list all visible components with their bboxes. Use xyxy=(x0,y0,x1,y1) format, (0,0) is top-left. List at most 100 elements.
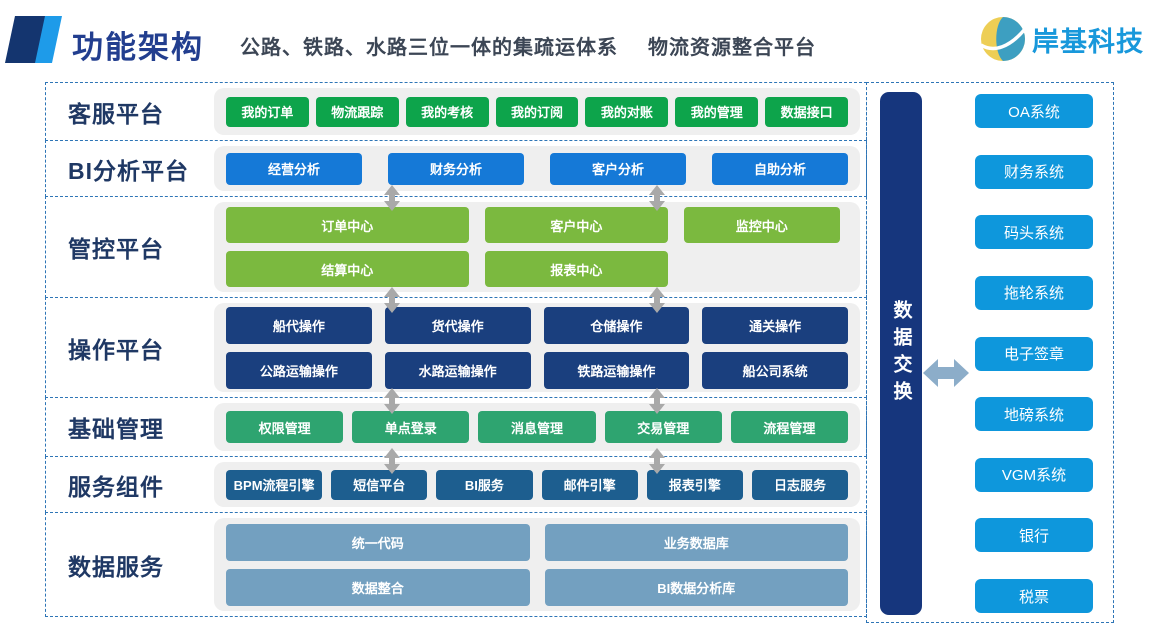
module-button[interactable]: BI数据分析库 xyxy=(544,568,848,606)
module-button-row: 订单中心客户中心监控中心 xyxy=(226,207,848,243)
layer-row: 数据服务 统一代码业务数据库数据整合 BI数据分析库 xyxy=(45,512,867,617)
module-button[interactable]: 仓储操作 xyxy=(543,306,690,344)
external-system-button[interactable]: 拖轮系统 xyxy=(975,275,1093,310)
layer-module-panel: 经营分析财务分析客户分析自助分析 xyxy=(214,146,860,191)
layer-row: 操作平台船代操作货代操作仓储操作通关操作公路运输操作水路运输操作铁路运输操作船公… xyxy=(45,297,867,398)
module-button[interactable]: 船代操作 xyxy=(226,306,372,344)
module-button[interactable]: 消息管理 xyxy=(478,411,596,443)
module-button[interactable]: BI服务 xyxy=(436,469,533,500)
layer-label: 操作平台 xyxy=(68,336,164,363)
module-button[interactable]: 邮件引擎 xyxy=(541,469,638,500)
module-button[interactable]: 我的管理 xyxy=(675,96,759,127)
external-system-button[interactable]: 地磅系统 xyxy=(975,397,1093,432)
up-down-arrow-icon xyxy=(384,287,400,313)
data-exchange-bar: 数据交换 xyxy=(880,92,922,615)
module-button[interactable]: 报表中心 xyxy=(484,251,669,287)
module-button[interactable]: 权限管理 xyxy=(226,411,344,443)
module-button[interactable]: 数据整合 xyxy=(226,568,530,606)
external-system-button[interactable]: 码头系统 xyxy=(975,215,1093,250)
module-button[interactable]: 我的订阅 xyxy=(495,96,579,127)
module-button-row: BPM流程引擎短信平台 BI服务邮件引擎报表引擎日志服务 xyxy=(226,469,849,500)
layer-row: BI分析平台 经营分析财务分析客户分析自助分析 xyxy=(45,140,867,197)
external-system-button[interactable]: OA系统 xyxy=(975,94,1093,128)
data-exchange-double-arrow-icon xyxy=(923,359,969,387)
up-down-arrow-icon xyxy=(649,287,665,313)
module-button[interactable]: 我的订单 xyxy=(226,96,309,127)
module-button[interactable]: 通关操作 xyxy=(702,306,848,344)
data-exchange-panel: 数据交换 OA系统财务系统码头系统拖轮系统电子签章地磅系统 VGM系统银行税票 xyxy=(866,82,1114,623)
external-system-button[interactable]: 银行 xyxy=(975,518,1093,553)
external-system-button[interactable]: 税票 xyxy=(975,579,1093,613)
module-button[interactable]: 财务分析 xyxy=(388,152,524,185)
module-button-row: 结算中心报表中心 xyxy=(226,251,848,287)
layer-module-panel: 订单中心客户中心监控中心结算中心报表中心 xyxy=(214,202,860,292)
subtitle-part-1: 公路、铁路、水路三位一体的集疏运体系 xyxy=(240,37,618,59)
module-button-row: 我的订单物流跟踪我的考核我的订阅我的对账我的管理数据接口 xyxy=(226,96,849,127)
module-button[interactable]: 统一代码 xyxy=(226,523,530,561)
module-button[interactable]: 业务数据库 xyxy=(544,523,848,561)
layer-label: 管控平台 xyxy=(68,236,164,262)
layer-row: 客服平台 我的订单物流跟踪我的考核我的订阅我的对账我的管理数据接口 xyxy=(45,82,867,141)
module-button[interactable]: 我的对账 xyxy=(585,96,669,127)
layer-label: 客服平台 xyxy=(68,100,164,127)
architecture-diagram: 客服平台 我的订单物流跟踪我的考核我的订阅我的对账我的管理数据接口 BI分析平台 经营… xyxy=(45,82,1114,623)
module-button[interactable]: 交易管理 xyxy=(604,411,722,443)
layer-label: 服务组件 xyxy=(68,473,164,500)
external-system-button[interactable]: VGM系统 xyxy=(975,457,1093,492)
up-down-arrow-icon xyxy=(649,448,665,474)
module-button-row: 权限管理单点登录消息管理交易管理流程管理 xyxy=(226,411,849,443)
module-button[interactable]: 自助分析 xyxy=(712,152,848,185)
subtitle-part-2: 物流资源整合平台 xyxy=(648,37,816,59)
module-button[interactable]: 结算中心 xyxy=(226,251,469,287)
module-button-row: 经营分析财务分析客户分析自助分析 xyxy=(226,152,848,185)
module-button-row: 统一代码业务数据库 xyxy=(226,523,848,561)
module-button[interactable]: 物流跟踪 xyxy=(315,96,399,127)
external-system-button[interactable]: 电子签章 xyxy=(975,336,1093,371)
header-flag-decoration xyxy=(5,16,66,63)
layer-stack: 客服平台 我的订单物流跟踪我的考核我的订阅我的对账我的管理数据接口 BI分析平台 经营… xyxy=(45,82,867,617)
module-button[interactable]: 客户分析 xyxy=(550,152,686,185)
module-button[interactable]: BPM流程引擎 xyxy=(226,469,323,500)
module-button[interactable]: 客户中心 xyxy=(484,207,669,243)
module-button[interactable]: 船公司系统 xyxy=(702,351,848,389)
company-logo: 岸基科技 xyxy=(980,16,1144,62)
module-button-row: 船代操作货代操作仓储操作通关操作 xyxy=(226,306,848,344)
module-button[interactable]: 我的考核 xyxy=(405,96,489,127)
up-down-arrow-icon xyxy=(384,185,400,211)
module-button[interactable]: 流程管理 xyxy=(730,411,849,443)
layer-module-panel: 权限管理单点登录消息管理交易管理流程管理 xyxy=(214,403,860,451)
up-down-arrow-icon xyxy=(649,388,665,414)
layer-module-panel: 船代操作货代操作仓储操作通关操作公路运输操作水路运输操作铁路运输操作船公司系统 xyxy=(214,303,860,392)
up-down-arrow-icon xyxy=(384,388,400,414)
module-button[interactable]: 公路运输操作 xyxy=(226,351,372,389)
external-systems-list: OA系统财务系统码头系统拖轮系统电子签章地磅系统 VGM系统银行税票 xyxy=(975,94,1093,613)
module-button[interactable]: 短信平台 xyxy=(331,469,428,500)
module-button[interactable]: 订单中心 xyxy=(226,207,469,243)
module-button[interactable]: 日志服务 xyxy=(751,469,849,500)
layer-label: 数据服务 xyxy=(68,553,164,580)
header: 功能架构 公路、铁路、水路三位一体的集疏运体系 物流资源整合平台 岸基科技 xyxy=(0,0,1154,80)
external-system-button[interactable]: 财务系统 xyxy=(975,154,1093,189)
layer-module-panel: 我的订单物流跟踪我的考核我的订阅我的对账我的管理数据接口 xyxy=(214,88,860,135)
module-button[interactable]: 数据接口 xyxy=(765,96,849,127)
layer-label: 基础管理 xyxy=(68,416,164,442)
module-button[interactable]: 报表引擎 xyxy=(646,469,743,500)
layer-module-panel: 统一代码业务数据库数据整合 BI数据分析库 xyxy=(214,518,860,611)
layer-module-panel: BPM流程引擎短信平台 BI服务邮件引擎报表引擎日志服务 xyxy=(214,462,860,507)
page-title: 功能架构 xyxy=(72,30,204,65)
layer-row: 基础管理 权限管理单点登录消息管理交易管理流程管理 xyxy=(45,397,867,457)
company-logo-icon xyxy=(980,17,1026,61)
page-subtitle: 公路、铁路、水路三位一体的集疏运体系 物流资源整合平台 xyxy=(240,31,816,60)
layer-row: 管控平台订单中心客户中心监控中心结算中心报表中心 xyxy=(45,196,867,298)
layer-label: BI分析平台 xyxy=(68,157,189,184)
module-button[interactable]: 监控中心 xyxy=(684,207,840,243)
module-button[interactable]: 单点登录 xyxy=(352,411,470,443)
module-button[interactable]: 经营分析 xyxy=(226,152,362,185)
company-logo-text: 岸基科技 xyxy=(1032,26,1144,57)
layer-row: 服务组件 BPM流程引擎短信平台 BI服务邮件引擎报表引擎日志服务 xyxy=(45,456,867,513)
module-button[interactable]: 铁路运输操作 xyxy=(543,351,690,389)
module-button[interactable]: 货代操作 xyxy=(384,306,531,344)
module-button[interactable]: 水路运输操作 xyxy=(384,351,531,389)
up-down-arrow-icon xyxy=(384,448,400,474)
